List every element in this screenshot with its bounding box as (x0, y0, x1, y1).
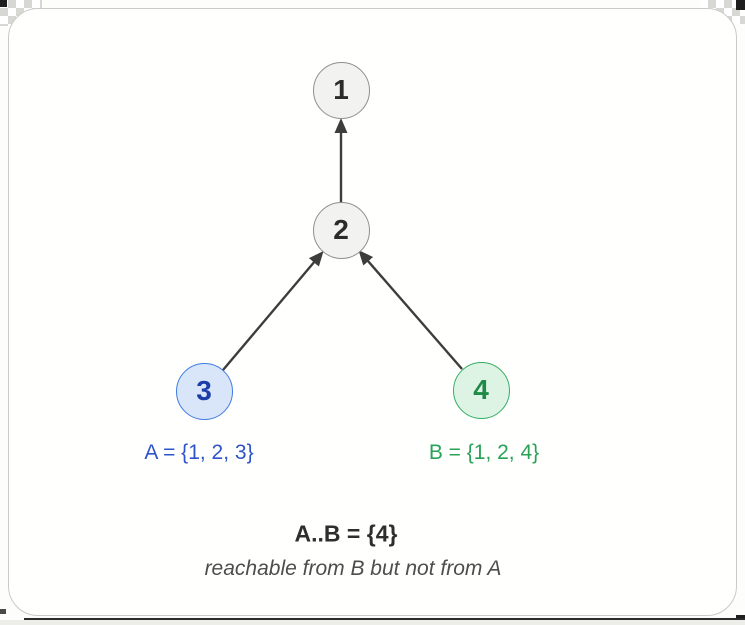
node-3: 3 (175, 362, 233, 420)
caption-title: A..B = {4} (294, 520, 398, 547)
caption-subtitle: reachable from B but not from A (204, 557, 502, 580)
bottom-strip (0, 620, 745, 625)
node-3-label: 3 (196, 375, 212, 406)
edge-3-to-2 (222, 250, 324, 371)
bottom-divider-line (24, 618, 745, 620)
corner-mark-top-left (0, 0, 7, 7)
node-1-label: 1 (333, 74, 349, 105)
node-1: 1 (312, 61, 370, 119)
edge-4-to-2 (358, 249, 463, 370)
set-b-label: B = {1, 2, 4} (428, 441, 540, 464)
set-a-label: A = {1, 2, 3} (144, 441, 254, 464)
diagram-card (8, 8, 737, 616)
node-2-label: 2 (333, 214, 349, 245)
node-4-label: 4 (473, 374, 489, 405)
node-2: 2 (312, 201, 370, 259)
corner-mark-top-right (736, 0, 745, 10)
corner-mark-bottom-left (0, 609, 6, 614)
node-4: 4 (452, 361, 510, 419)
